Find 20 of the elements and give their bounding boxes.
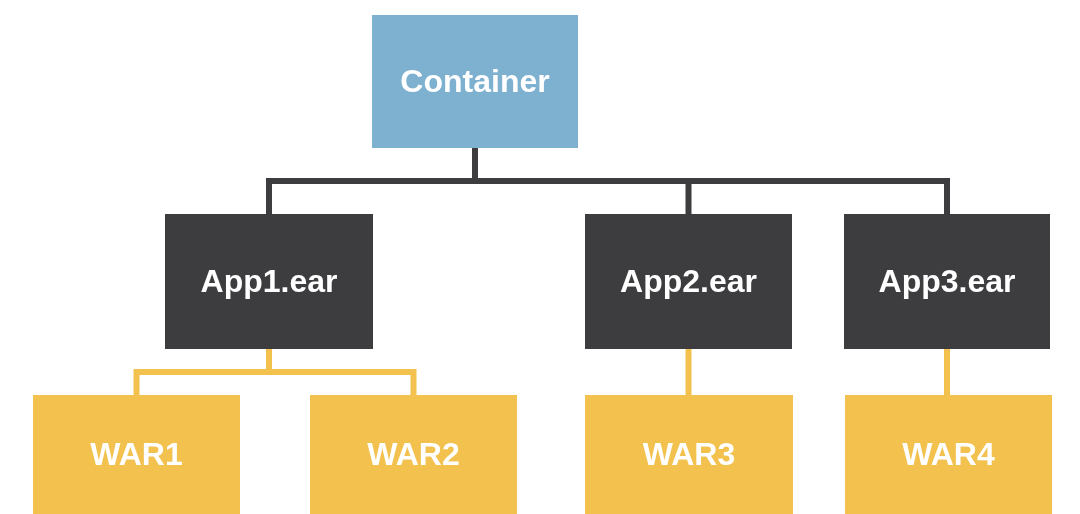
node-label: WAR3 [642,436,736,473]
connector-line [944,349,950,395]
war-box [33,395,240,514]
connector-line [685,349,692,395]
node-label: App3.ear [878,263,1016,300]
node-label: WAR2 [367,436,460,473]
connector-line [472,148,950,214]
node-label: WAR1 [90,436,183,473]
app-box [844,214,1050,349]
node-label: App1.ear [200,263,338,300]
node-label: App2.ear [620,263,757,300]
app-box [165,214,373,349]
node-label: Container [400,63,550,100]
war-box [585,395,793,514]
app-box [585,214,792,349]
connector-line [266,349,417,395]
container-box [372,15,578,148]
war-box [310,395,517,514]
node-label: WAR4 [902,436,995,473]
war-box [845,395,1052,514]
